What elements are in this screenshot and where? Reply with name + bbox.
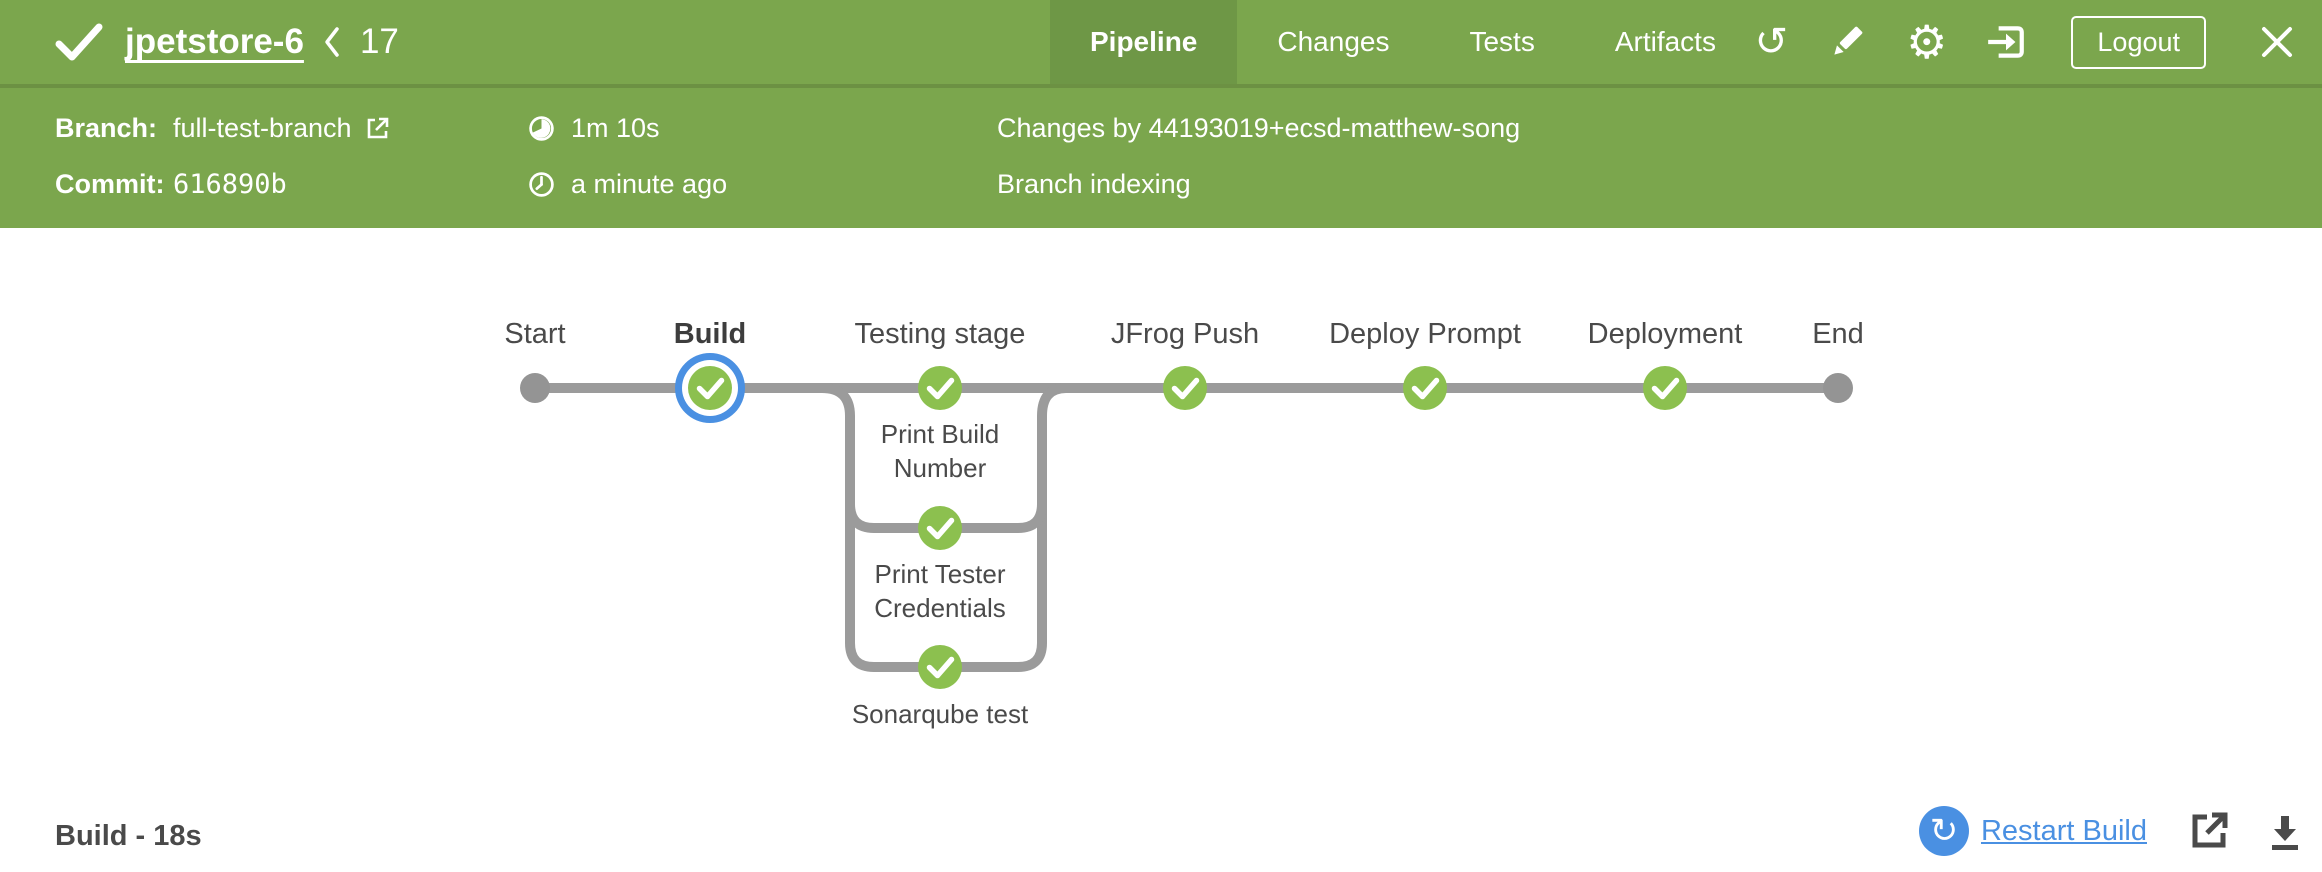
run-number: 17 [359,22,399,61]
success-check-icon [55,23,103,61]
changes-by-text: Changes by 44193019+ecsd-matthew-song [997,112,1521,143]
stage-label-end: End [1812,318,1864,350]
node-deployment[interactable] [1643,366,1687,410]
stage-label-start: Start [504,318,566,350]
node-print-build-number[interactable] [918,366,962,410]
branch-label-print-build-number[interactable]: Print Build Number [880,419,1000,483]
node-jfrog-push[interactable] [1163,366,1207,410]
settings-icon[interactable]: ⚙ [1906,16,1948,68]
node-start[interactable] [520,373,550,403]
branch-commit-column: Branch: full-test-branch Commit: 616890b [55,88,391,201]
stage-actions: ↻ Restart Build [1918,806,2305,856]
tab-changes[interactable]: Changes [1277,26,1390,57]
restart-build-link[interactable]: Restart Build [1980,814,2147,847]
node-deploy-prompt[interactable] [1403,366,1447,410]
restart-build-icon[interactable]: ↻ [1918,806,1969,856]
selected-stage-title: Build - 18s [55,820,202,852]
tab-tests[interactable]: Tests [1469,26,1535,57]
stage-label-jfrog-push[interactable]: JFrog Push [1110,318,1260,350]
run-identity: jpetstore-6 17 [53,0,399,84]
tab-pipeline[interactable]: Pipeline [1050,0,1238,84]
run-tabs: Pipeline Changes Tests Artifacts [1050,0,1756,84]
edit-icon[interactable] [1826,21,1868,63]
node-print-tester-credentials[interactable] [918,506,962,550]
close-icon[interactable] [2260,25,2294,59]
branch-label-print-tester-credentials[interactable]: Print Tester Credentials [874,559,1006,623]
branch-value: full-test-branch [173,112,352,143]
run-cause-text: Branch indexing [997,168,1191,199]
run-details-header: Branch: full-test-branch Commit: 616890b [0,88,2322,228]
cause-column: Changes by 44193019+ecsd-matthew-song Br… [997,88,1520,201]
parallel-bracket-right [938,383,1090,672]
node-sonarqube-test[interactable] [918,645,962,689]
top-nav-bar: jpetstore-6 17 Pipeline Changes Tests Ar… [0,0,2322,88]
stage-label-testing-stage[interactable]: Testing stage [854,318,1026,350]
chevron-left-icon [325,27,339,57]
top-bar-actions: ↺ ⚙ Logout [1755,0,2294,84]
open-log-external-icon[interactable] [2187,809,2231,853]
logout-button[interactable]: Logout [2071,15,2206,69]
rerun-icon[interactable]: ↺ [1754,20,1789,64]
stage-label-build[interactable]: Build [673,318,747,350]
node-build[interactable] [675,353,745,423]
timing-column: 1m 10s a minute ago [528,88,727,201]
stage-label-deploy-prompt[interactable]: Deploy Prompt [1329,318,1521,350]
parallel-bracket-left [821,383,942,672]
pipeline-name-link[interactable]: jpetstore-6 [125,22,304,61]
external-link-icon[interactable] [364,115,391,142]
download-log-icon[interactable] [2265,810,2305,852]
commit-label: Commit: [55,168,165,199]
completed-time: a minute ago [571,168,728,199]
tab-artifacts[interactable]: Artifacts [1614,26,1716,57]
duration-icon [528,115,555,142]
parallel-bracket-right-mid [938,503,1047,533]
duration-value: 1m 10s [571,112,660,143]
go-to-classic-icon[interactable] [1985,21,2027,63]
stage-label-deployment[interactable]: Deployment [1587,318,1743,350]
branch-label: Branch: [55,112,158,143]
branch-label-sonarqube-test[interactable]: Sonarqube test [851,699,1029,729]
commit-value: 616890b [173,168,287,200]
clock-icon [528,171,555,198]
parallel-bracket-left-mid [845,503,942,533]
node-end[interactable] [1823,373,1853,403]
